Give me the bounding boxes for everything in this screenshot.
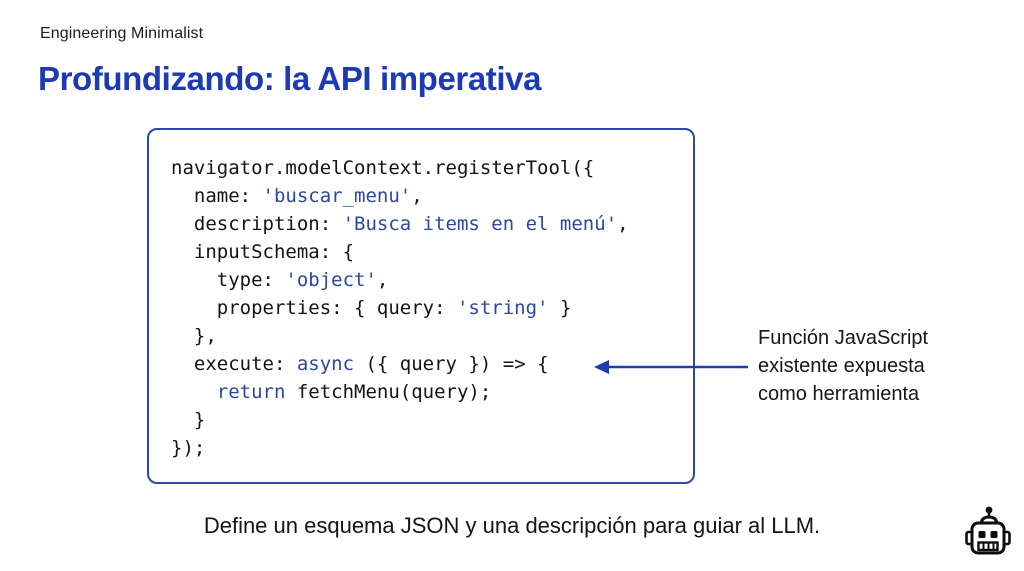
code-content: navigator.modelContext.registerTool({ na… [149,130,693,462]
code-line: } [171,409,206,431]
code-line: execute: async ({ query }) => { [171,353,549,375]
annotation-line: como herramienta [758,383,920,405]
robot-icon [965,506,1011,555]
left-arrow-icon [594,360,748,374]
code-box: navigator.modelContext.registerTool({ na… [147,128,695,484]
code-line: navigator.modelContext.registerTool({ [171,157,595,179]
footer-caption: Define un esquema JSON y una descripción… [203,513,821,538]
slide-kicker: Engineering Minimalist [40,25,204,42]
code-line: description: 'Busca items en el menú', [171,213,629,235]
code-line: }, [171,325,217,347]
annotation-line: existente expuesta [758,355,925,377]
code-line: name: 'buscar_menu', [171,185,423,207]
code-line: }); [171,437,206,459]
code-line: properties: { query: 'string' } [171,297,572,319]
slide-title: Profundizando: la API imperativa [38,60,542,97]
code-line: inputSchema: { [171,241,355,263]
code-line: return fetchMenu(query); [216,381,492,403]
annotation-text: Función JavaScript existente expuesta como… [758,324,968,408]
annotation-line: Función JavaScript [758,327,929,349]
code-line: type: 'object', [171,269,389,291]
